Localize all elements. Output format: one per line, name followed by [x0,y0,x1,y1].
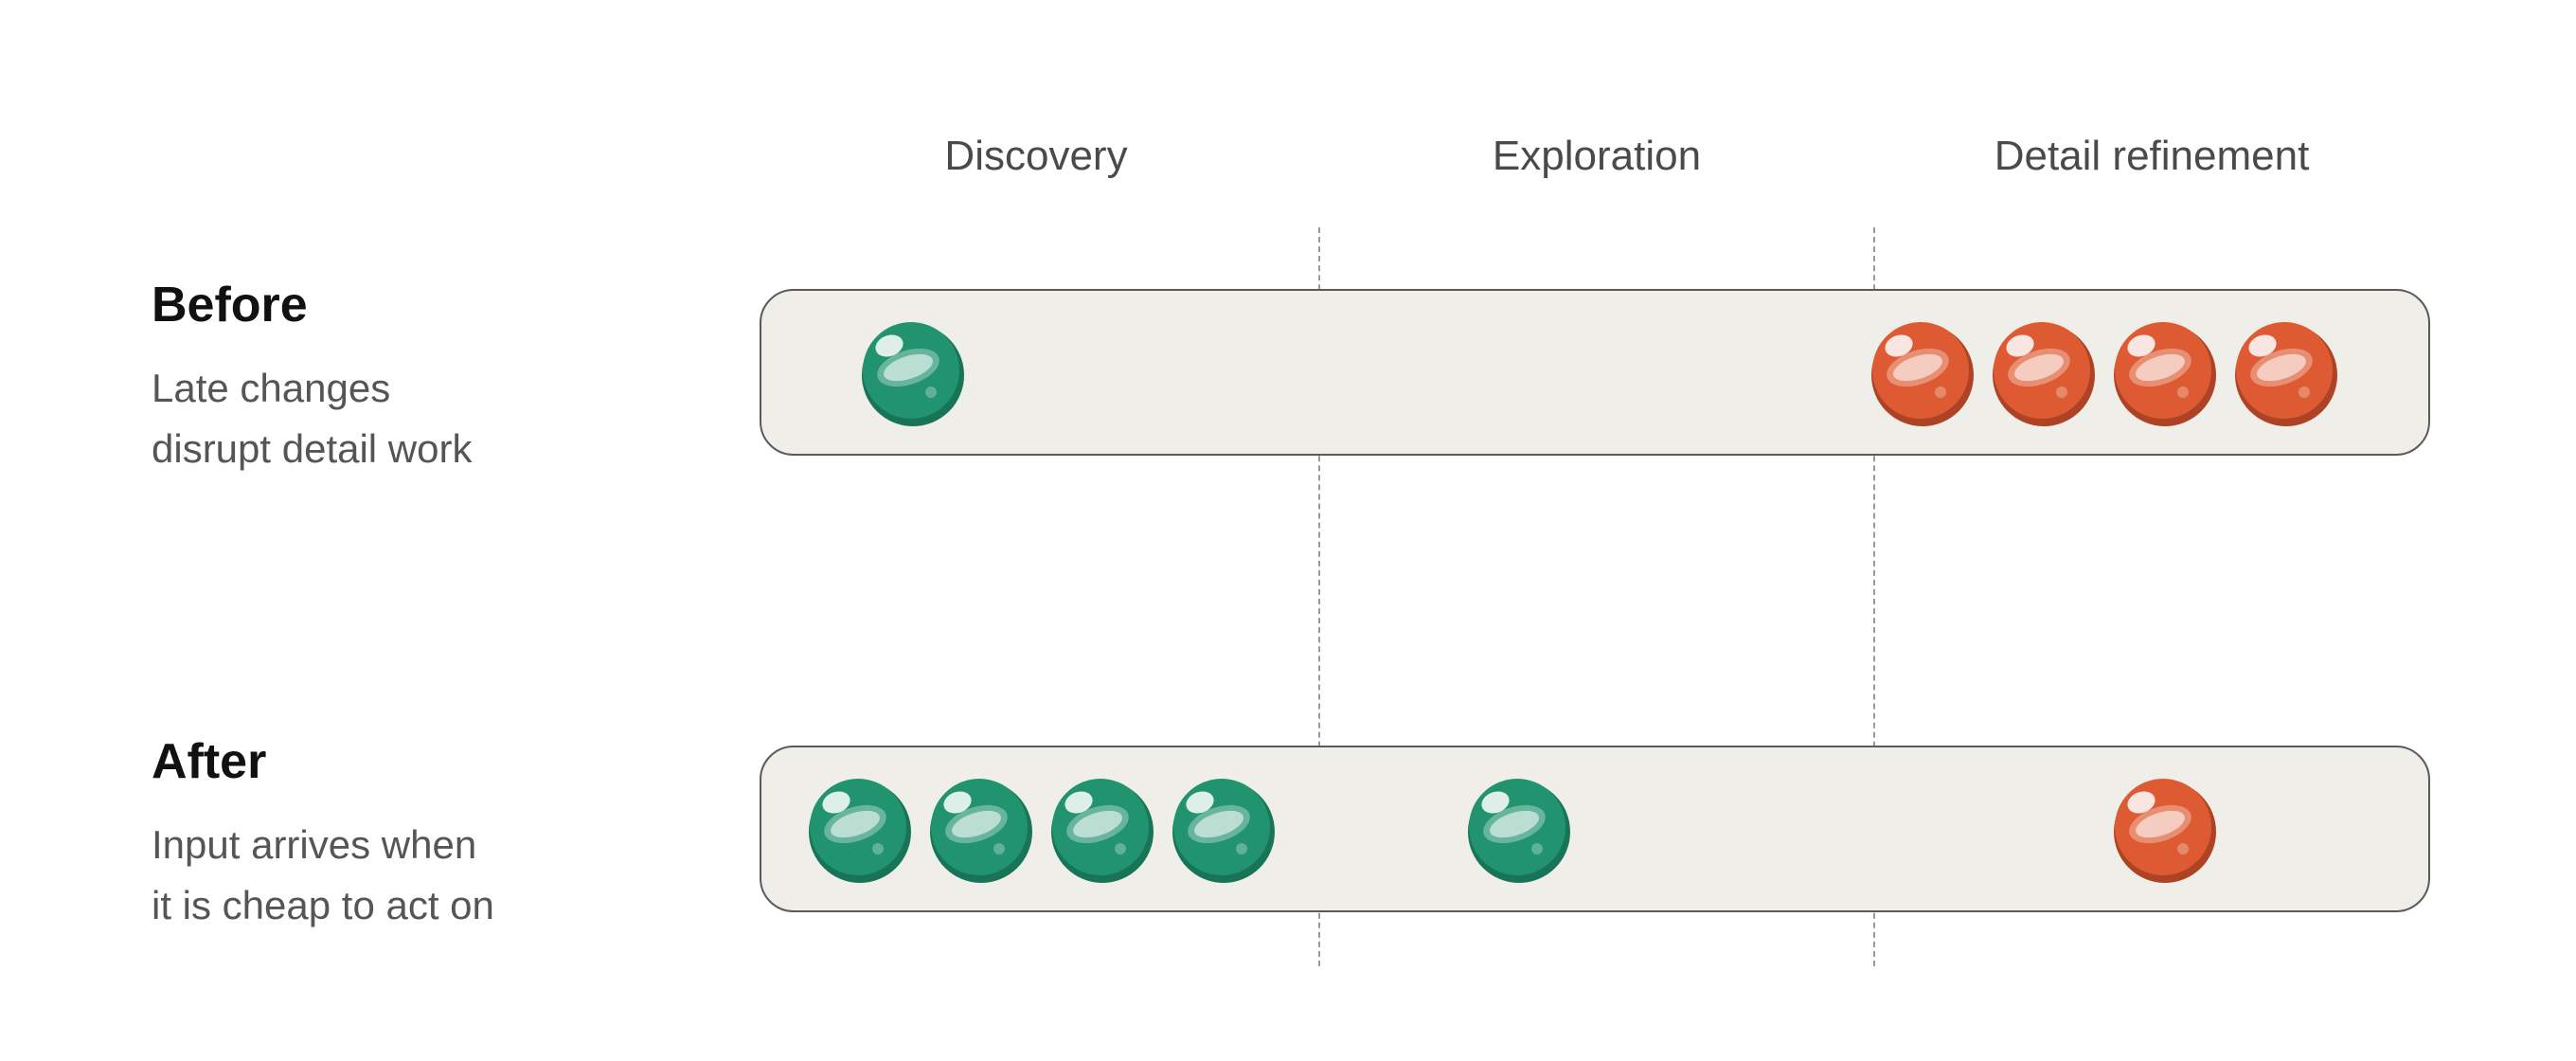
after-input-ball-icon [806,775,914,883]
phase-label-exploration: Exploration [1492,133,1702,179]
after-subtitle-line-1: Input arrives when [152,822,477,867]
after-input-ball-icon [1048,775,1156,883]
before-title: Before [152,278,308,333]
before-change-ball-icon [2232,318,2340,426]
after-subtitle-line-2: it is cheap to act on [152,883,494,927]
after-subtitle: Input arrives when it is cheap to act on [152,815,494,936]
after-input-ball-icon [1170,775,1278,883]
after-change-ball-icon [2111,775,2219,883]
before-subtitle-line-1: Late changes [152,366,391,410]
after-timeline-track [760,746,2430,912]
before-subtitle-line-2: disrupt detail work [152,426,473,471]
before-change-ball-icon [1869,318,1977,426]
before-input-ball-icon [859,318,967,426]
phase-label-detail-refinement: Detail refinement [1994,133,2310,179]
before-change-ball-icon [1990,318,2098,426]
after-title: After [152,734,267,789]
phase-label-discovery: Discovery [944,133,1128,179]
before-subtitle: Late changes disrupt detail work [152,358,472,479]
before-change-ball-icon [2111,318,2219,426]
before-timeline-track [760,289,2430,456]
after-input-ball-icon [927,775,1035,883]
phase-divider-1 [1318,227,1320,966]
phase-divider-2 [1873,227,1875,966]
after-input-ball-icon [1465,775,1573,883]
